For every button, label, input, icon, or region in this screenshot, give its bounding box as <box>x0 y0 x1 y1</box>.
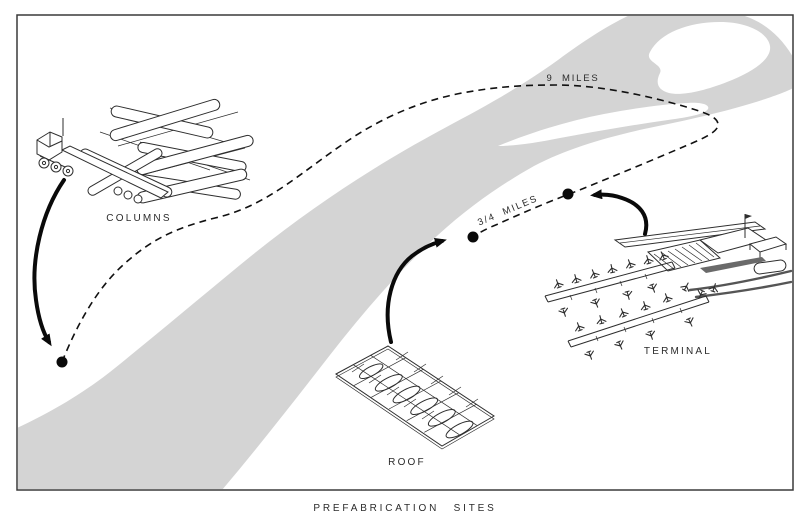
truck-cab <box>36 118 74 177</box>
route-distance-9-miles: 9 MILES <box>546 73 599 84</box>
route-dot-roof-site <box>467 231 479 243</box>
route-dot-terminal-site <box>562 188 574 200</box>
truck-columns-illustration <box>36 98 254 204</box>
roof-illustration <box>335 345 495 450</box>
route-dot-columns-site <box>56 356 68 368</box>
terminal-label: TERMINAL <box>644 346 712 357</box>
diagram-frame <box>16 14 794 491</box>
river-shape <box>18 16 792 489</box>
diagram-caption: PREFABRICATION SITES <box>313 503 496 514</box>
terminal-illustration <box>544 214 793 362</box>
columns-label: COLUMNS <box>106 213 171 224</box>
river-island-teardrop <box>648 22 771 94</box>
route-distance-3-4-miles: 3/4 MILES <box>476 193 540 228</box>
arrow-roof-to-route <box>385 238 447 344</box>
roof-label: ROOF <box>388 457 426 468</box>
haul-route-path <box>61 84 719 363</box>
arrow-terminal-to-route <box>590 189 649 236</box>
river-island-sliver <box>498 102 709 146</box>
arrow-columns-to-route <box>32 178 66 347</box>
